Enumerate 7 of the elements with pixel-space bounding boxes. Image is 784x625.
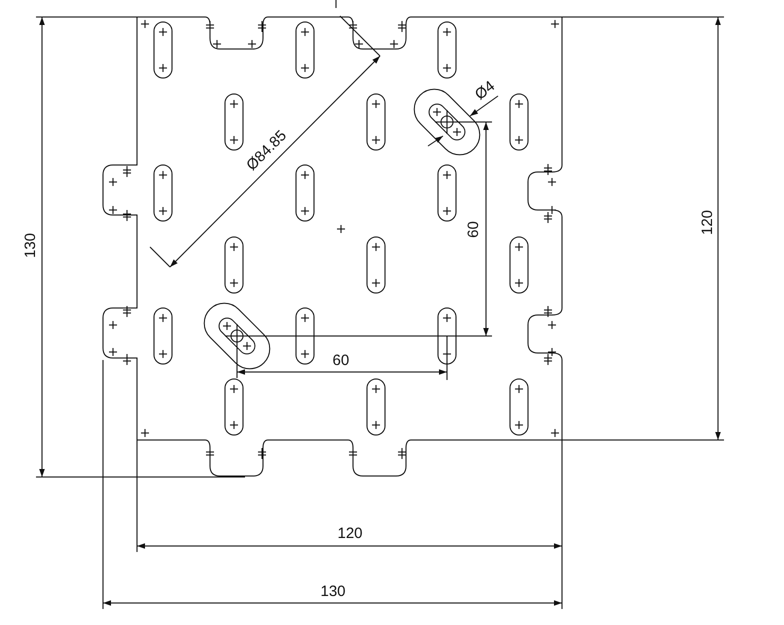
dimension-label: 60 — [465, 220, 480, 238]
dimension-label: 120 — [338, 526, 363, 540]
dimension-label: 60 — [332, 352, 350, 368]
dimension-label: 130 — [320, 584, 346, 598]
dimension-label: 120 — [700, 209, 715, 235]
dimension-label: Ø4 — [472, 78, 498, 102]
dimension-label: 130 — [22, 232, 38, 258]
